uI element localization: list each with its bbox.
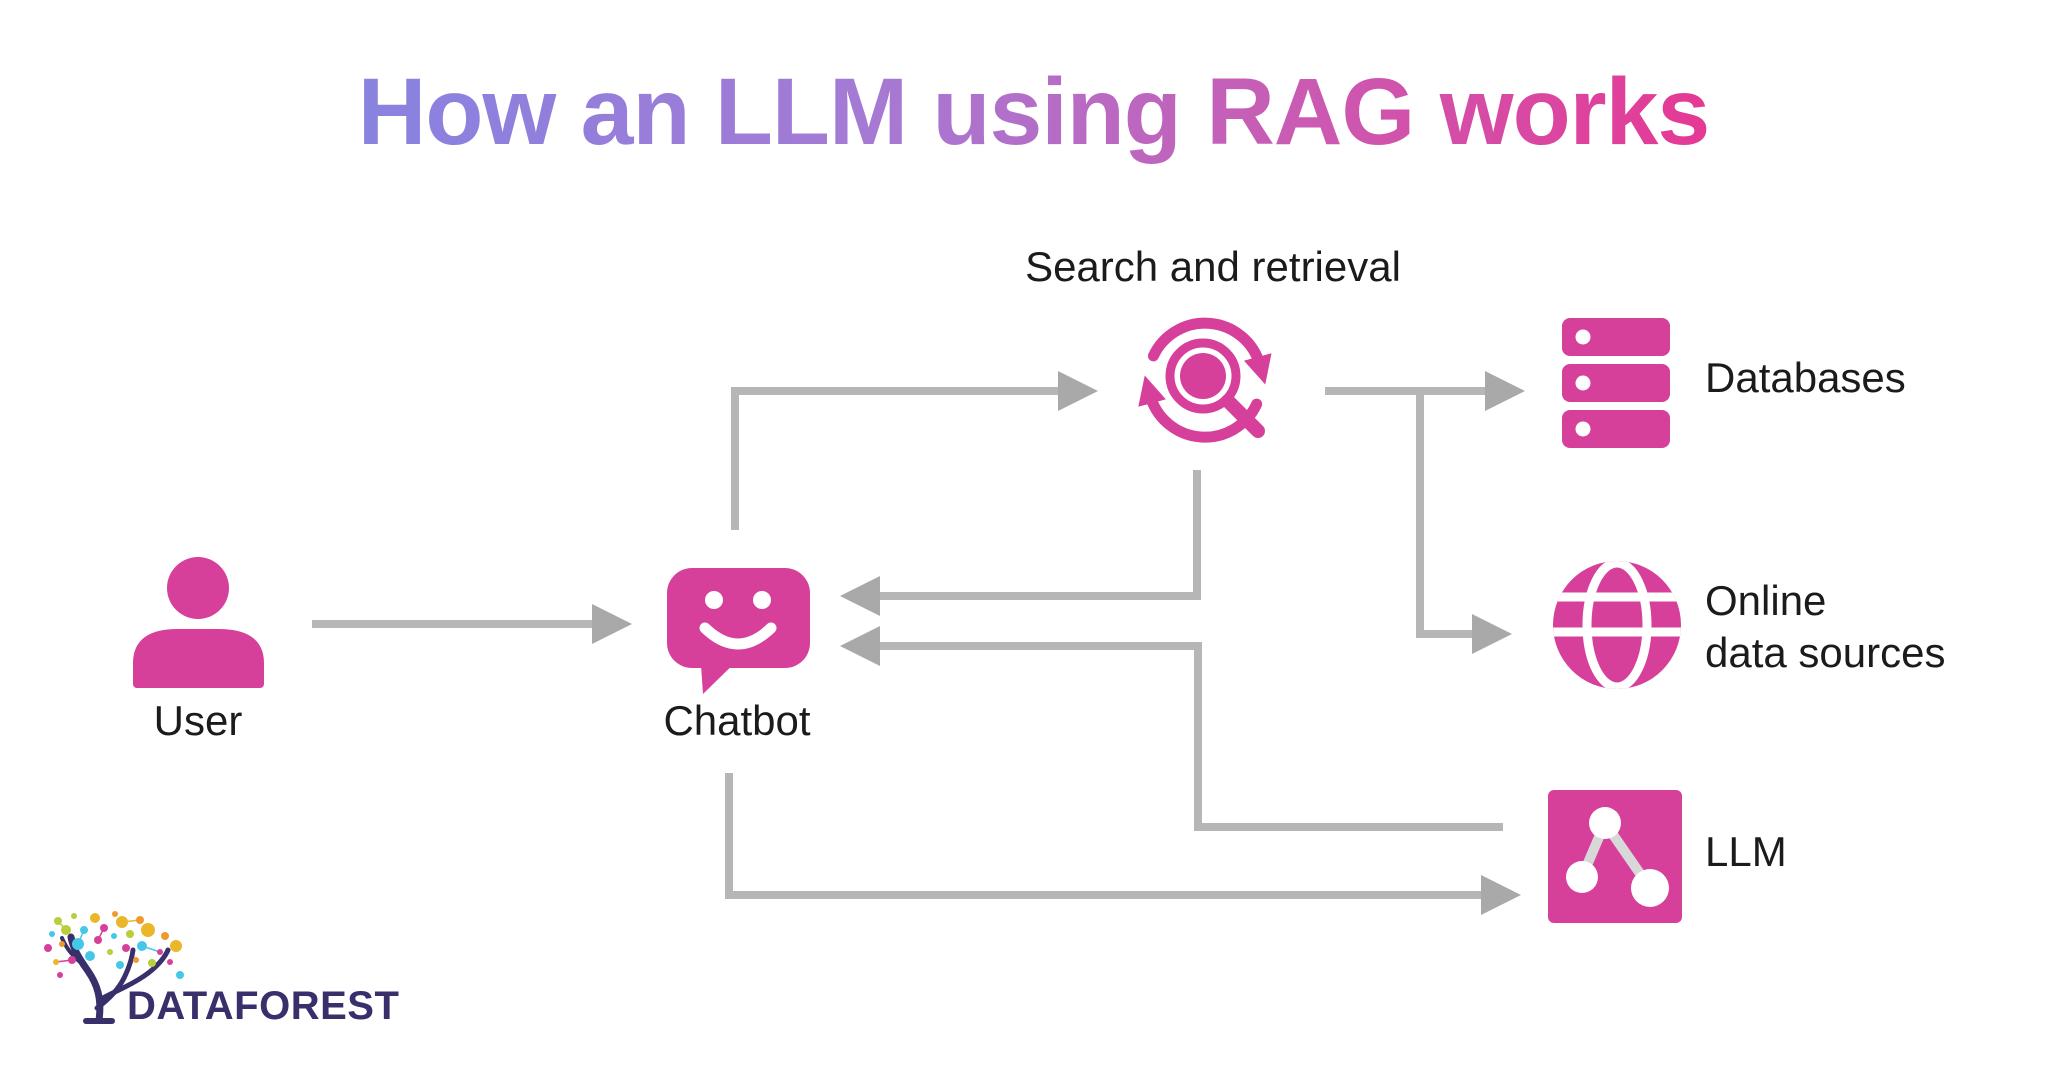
online-data-sources-label: Online data sources xyxy=(1705,575,1945,679)
online-data-sources-line2: data sources xyxy=(1705,629,1946,676)
chatbot-label: Chatbot xyxy=(663,697,811,744)
user-label: User xyxy=(153,697,243,744)
online-data-sources-line1: Online xyxy=(1705,577,1827,624)
chat-bubble-smiley-icon xyxy=(667,568,810,694)
search-retrieval-label: Search and retrieval xyxy=(1025,243,1401,290)
arrow-search-to-online-sources xyxy=(1416,391,1512,654)
globe-icon xyxy=(1553,561,1681,689)
network-nodes-icon xyxy=(1548,790,1682,923)
person-icon xyxy=(133,557,264,688)
arrow-search-to-chatbot xyxy=(840,470,1201,616)
magnifier-refresh-icon xyxy=(1138,317,1272,443)
dataforest-tree-icon xyxy=(44,911,184,1024)
llm-label: LLM xyxy=(1705,828,1787,875)
server-stack-icon xyxy=(1562,318,1670,448)
databases-label: Databases xyxy=(1705,354,1906,401)
arrow-chatbot-to-search xyxy=(731,371,1098,530)
dataforest-logo-text: DATAFOREST xyxy=(127,984,400,1028)
page-title: How an LLM using RAG works xyxy=(0,58,2067,167)
arrow-chatbot-to-llm xyxy=(725,773,1521,915)
arrow-llm-to-chatbot xyxy=(840,626,1503,831)
